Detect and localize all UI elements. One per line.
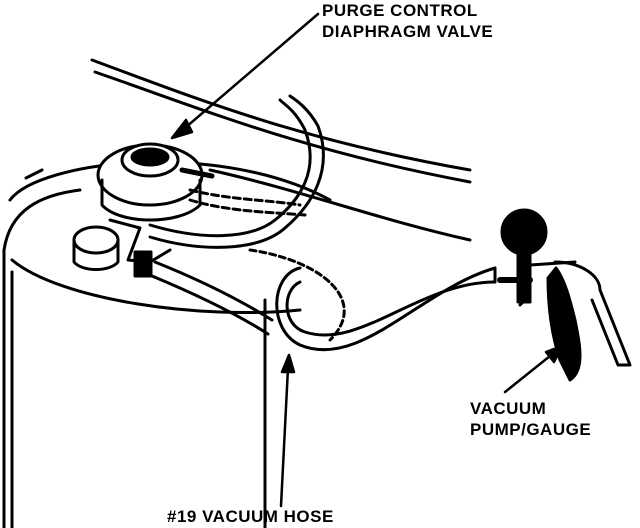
pump-label-line-1: VACUUM: [470, 399, 547, 418]
leader-purge-valve: [170, 12, 320, 140]
canister-body: [2, 160, 332, 528]
hose-label: #19 VACUUM HOSE: [167, 507, 334, 526]
purge-label-line-1: PURGE CONTROL: [322, 1, 478, 20]
vacuum-pump: [497, 208, 632, 382]
upper-hose: [90, 58, 472, 184]
pump-label-line-2: PUMP/GAUGE: [470, 420, 592, 439]
valve-hose: [148, 94, 325, 249]
purge-control-valve-label: PURGE CONTROL DIAPHRAGM VALVE: [322, 0, 493, 42]
vacuum-hose-label: #19 VACUUM HOSE: [167, 506, 334, 527]
engine-body: [208, 168, 472, 342]
purge-label-line-2: DIAPHRAGM VALVE: [322, 22, 494, 41]
canister-ports: [72, 218, 172, 278]
vacuum-hose-19: [150, 260, 497, 352]
purge-valve: [96, 142, 307, 222]
vacuum-pump-gauge-label: VACUUM PUMP/GAUGE: [470, 398, 591, 440]
leader-vacuum-hose: [279, 353, 296, 508]
leader-vacuum-pump: [503, 344, 564, 394]
